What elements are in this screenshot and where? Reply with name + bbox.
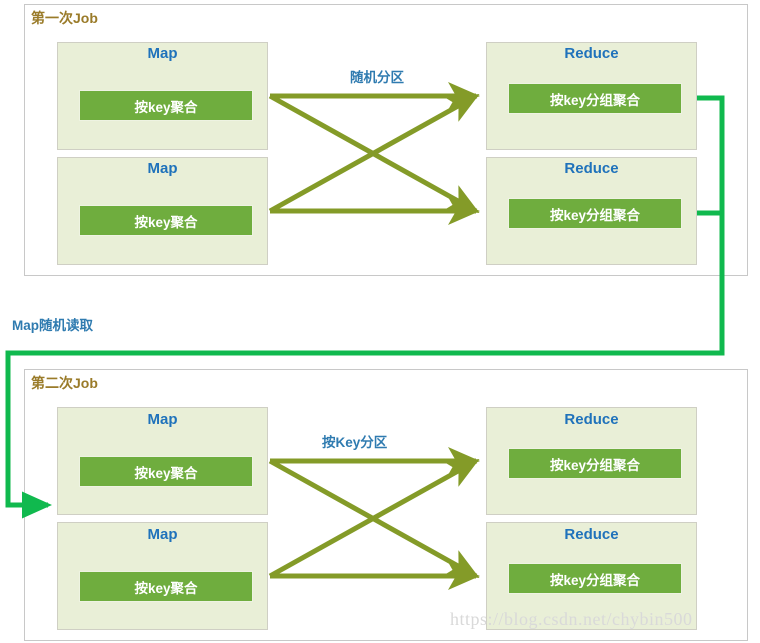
job2-map-1-title: Map [147, 411, 178, 428]
job1-map-2-title: Map [147, 160, 178, 177]
job1-reduce-2-title: Reduce [564, 160, 619, 177]
job1-partition-label: 随机分区 [350, 70, 404, 85]
job1-map-1-chip: 按key聚合 [79, 90, 253, 121]
job-title-1: 第一次Job [31, 10, 98, 26]
job1-reduce-1-chip: 按key分组聚合 [508, 83, 682, 114]
job1-reduce-2-chip: 按key分组聚合 [508, 198, 682, 229]
job2-reduce-2-chip: 按key分组聚合 [508, 563, 682, 594]
watermark: https://blog.csdn.net/chybin500 [450, 609, 693, 629]
job1-reduce-1-title: Reduce [564, 45, 619, 62]
job1-map-1-title: Map [147, 45, 178, 62]
job-title-2: 第二次Job [31, 375, 98, 391]
job2-map-1-chip: 按key聚合 [79, 456, 253, 487]
job2-partition-label: 按Key分区 [322, 435, 388, 450]
job2-reduce-1-chip: 按key分组聚合 [508, 448, 682, 479]
job2-reduce-1-title: Reduce [564, 411, 619, 428]
job2-reduce-2-title: Reduce [564, 526, 619, 543]
job2-map-2-title: Map [147, 526, 178, 543]
map-random-read-label: Map随机读取 [12, 318, 93, 333]
job2-map-2-chip: 按key聚合 [79, 571, 253, 602]
job1-map-2-chip: 按key聚合 [79, 205, 253, 236]
